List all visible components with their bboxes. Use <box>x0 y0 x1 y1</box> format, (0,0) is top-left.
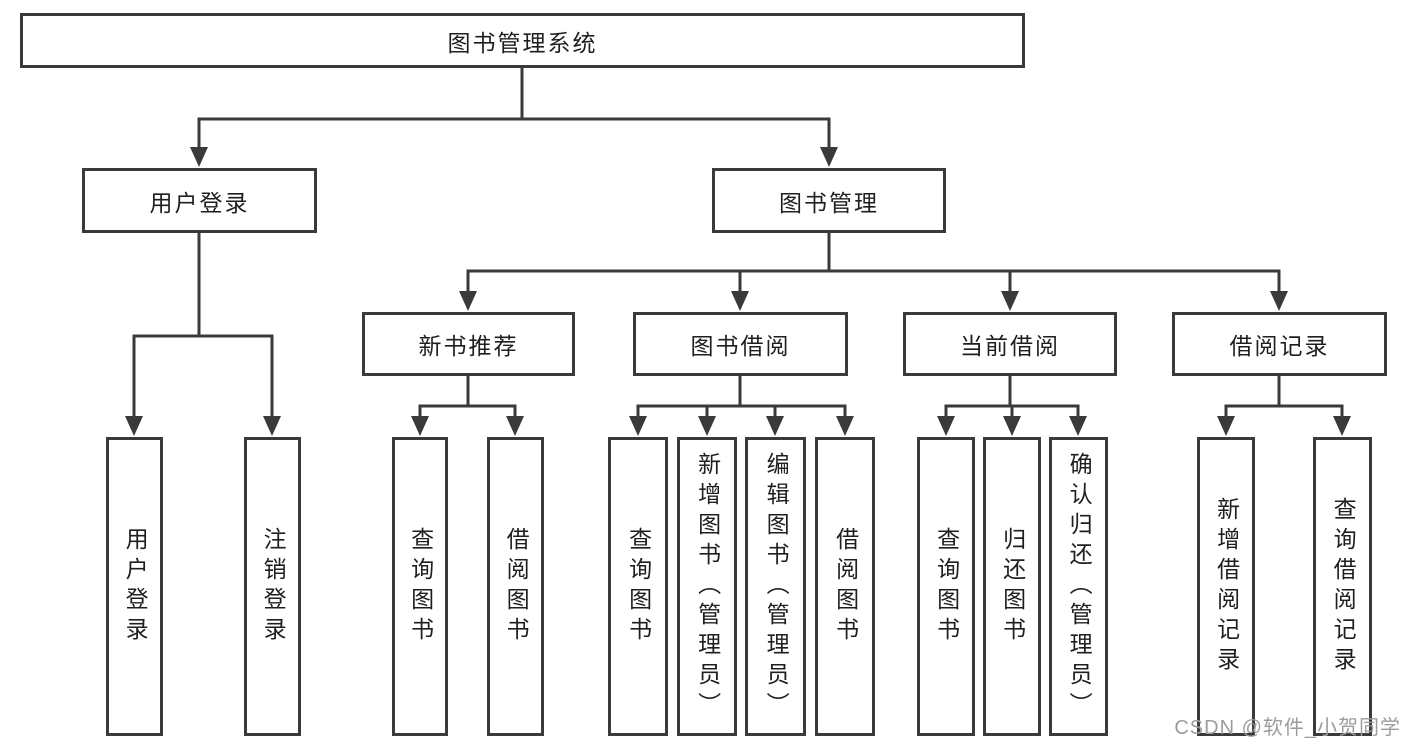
leaf-records-query-borrow-record: 查询借阅记录 <box>1313 437 1372 736</box>
node-label: 注销登录 <box>260 526 287 647</box>
node-label: 新增借阅记录 <box>1213 496 1240 677</box>
node-label: 查询图书 <box>933 526 960 647</box>
node-new-book-recommend: 新书推荐 <box>362 312 575 376</box>
node-label: 借阅记录 <box>1229 333 1330 359</box>
leaf-current-return-books: 归还图书 <box>983 437 1041 736</box>
node-label: 借阅图书 <box>832 526 859 647</box>
leaf-borrowing-edit-books-admin: 编辑图书（管理员） <box>745 437 806 736</box>
node-library-management-system: 图书管理系统 <box>20 13 1025 68</box>
leaf-borrowing-query-books: 查询图书 <box>608 437 668 736</box>
node-label: 编辑图书（管理员） <box>763 451 790 722</box>
node-label: 用户登录 <box>122 526 149 647</box>
node-label: 查询图书 <box>407 526 434 647</box>
node-book-management: 图书管理 <box>712 168 946 233</box>
leaf-newbooks-borrow-books: 借阅图书 <box>487 437 544 736</box>
node-label: 查询图书 <box>625 526 652 647</box>
node-user-login: 用户登录 <box>82 168 317 233</box>
leaf-current-query-books: 查询图书 <box>917 437 975 736</box>
leaf-newbooks-query-books: 查询图书 <box>392 437 448 736</box>
leaf-logout: 注销登录 <box>244 437 301 736</box>
node-label: 图书管理 <box>779 189 879 216</box>
node-label: 图书借阅 <box>690 333 791 359</box>
node-label: 图书管理系统 <box>447 29 598 56</box>
leaf-borrowing-borrow-books: 借阅图书 <box>815 437 875 736</box>
node-label: 当前借阅 <box>960 333 1060 359</box>
node-label: 确认归还（管理员） <box>1066 451 1093 722</box>
node-label: 借阅图书 <box>503 526 530 647</box>
leaf-borrowing-add-books-admin: 新增图书（管理员） <box>677 437 737 736</box>
node-current-borrowing: 当前借阅 <box>903 312 1117 376</box>
node-label: 查询借阅记录 <box>1330 496 1357 677</box>
node-label: 新书推荐 <box>418 333 519 359</box>
csdn-watermark: CSDN @软件_小贺同学 <box>1174 717 1401 739</box>
node-label: 新增图书（管理员） <box>694 451 721 722</box>
node-label: 用户登录 <box>149 189 250 216</box>
leaf-user-login: 用户登录 <box>106 437 163 736</box>
leaf-current-confirm-return-admin: 确认归还（管理员） <box>1049 437 1108 736</box>
node-borrow-records: 借阅记录 <box>1172 312 1387 376</box>
node-book-borrowing: 图书借阅 <box>633 312 848 376</box>
node-label: 归还图书 <box>999 526 1026 647</box>
leaf-records-add-borrow-record: 新增借阅记录 <box>1197 437 1255 736</box>
